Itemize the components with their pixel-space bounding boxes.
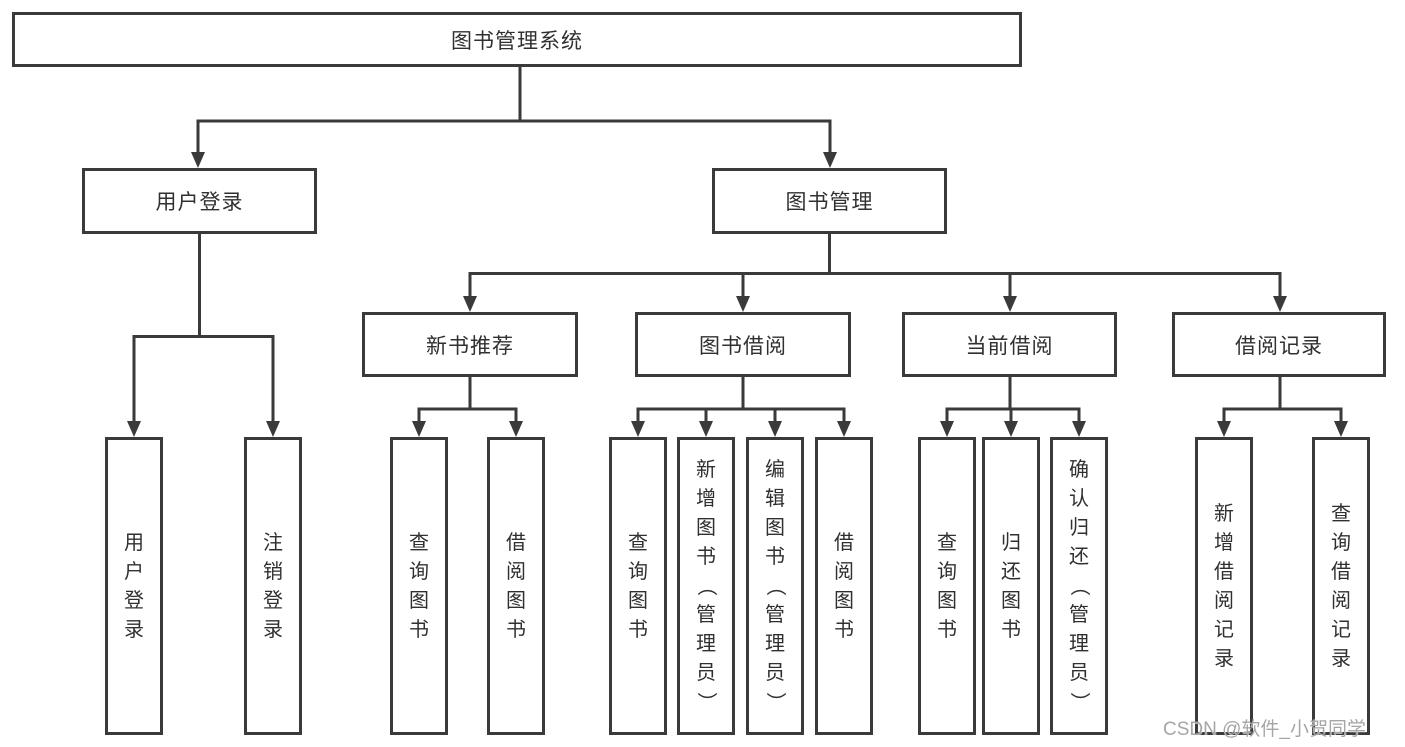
leaf-new-books-query-books: 查询图书: [390, 437, 448, 735]
leaf-borrowing-query-books: 查询图书: [609, 437, 667, 735]
leaf-logout: 注销登录: [244, 437, 302, 735]
node-borrowing-records: 借阅记录: [1172, 312, 1386, 377]
leaf-borrowing-add-books-admin: 新增图书（管理员）: [677, 437, 735, 735]
leaf-new-books-borrow-books: 借阅图书: [487, 437, 545, 735]
node-book-management: 图书管理: [712, 168, 947, 234]
node-new-book-recommendation: 新书推荐: [362, 312, 578, 377]
leaf-records-add-record: 新增借阅记录: [1195, 437, 1253, 735]
node-user-login: 用户登录: [82, 168, 317, 234]
leaf-current-return-books: 归还图书: [982, 437, 1040, 735]
leaf-records-query-record: 查询借阅记录: [1312, 437, 1370, 735]
node-library-management-system: 图书管理系统: [12, 12, 1022, 67]
node-current-borrowing: 当前借阅: [902, 312, 1117, 377]
leaf-borrowing-edit-books-admin: 编辑图书（管理员）: [746, 437, 804, 735]
leaf-user-login: 用户登录: [105, 437, 163, 735]
node-book-borrowing: 图书借阅: [635, 312, 851, 377]
watermark: CSDN @软件_小贺同学: [1163, 719, 1366, 740]
leaf-current-query-books: 查询图书: [918, 437, 976, 735]
leaf-current-confirm-return-admin: 确认归还（管理员）: [1050, 437, 1108, 735]
leaf-borrowing-borrow-books: 借阅图书: [815, 437, 873, 735]
